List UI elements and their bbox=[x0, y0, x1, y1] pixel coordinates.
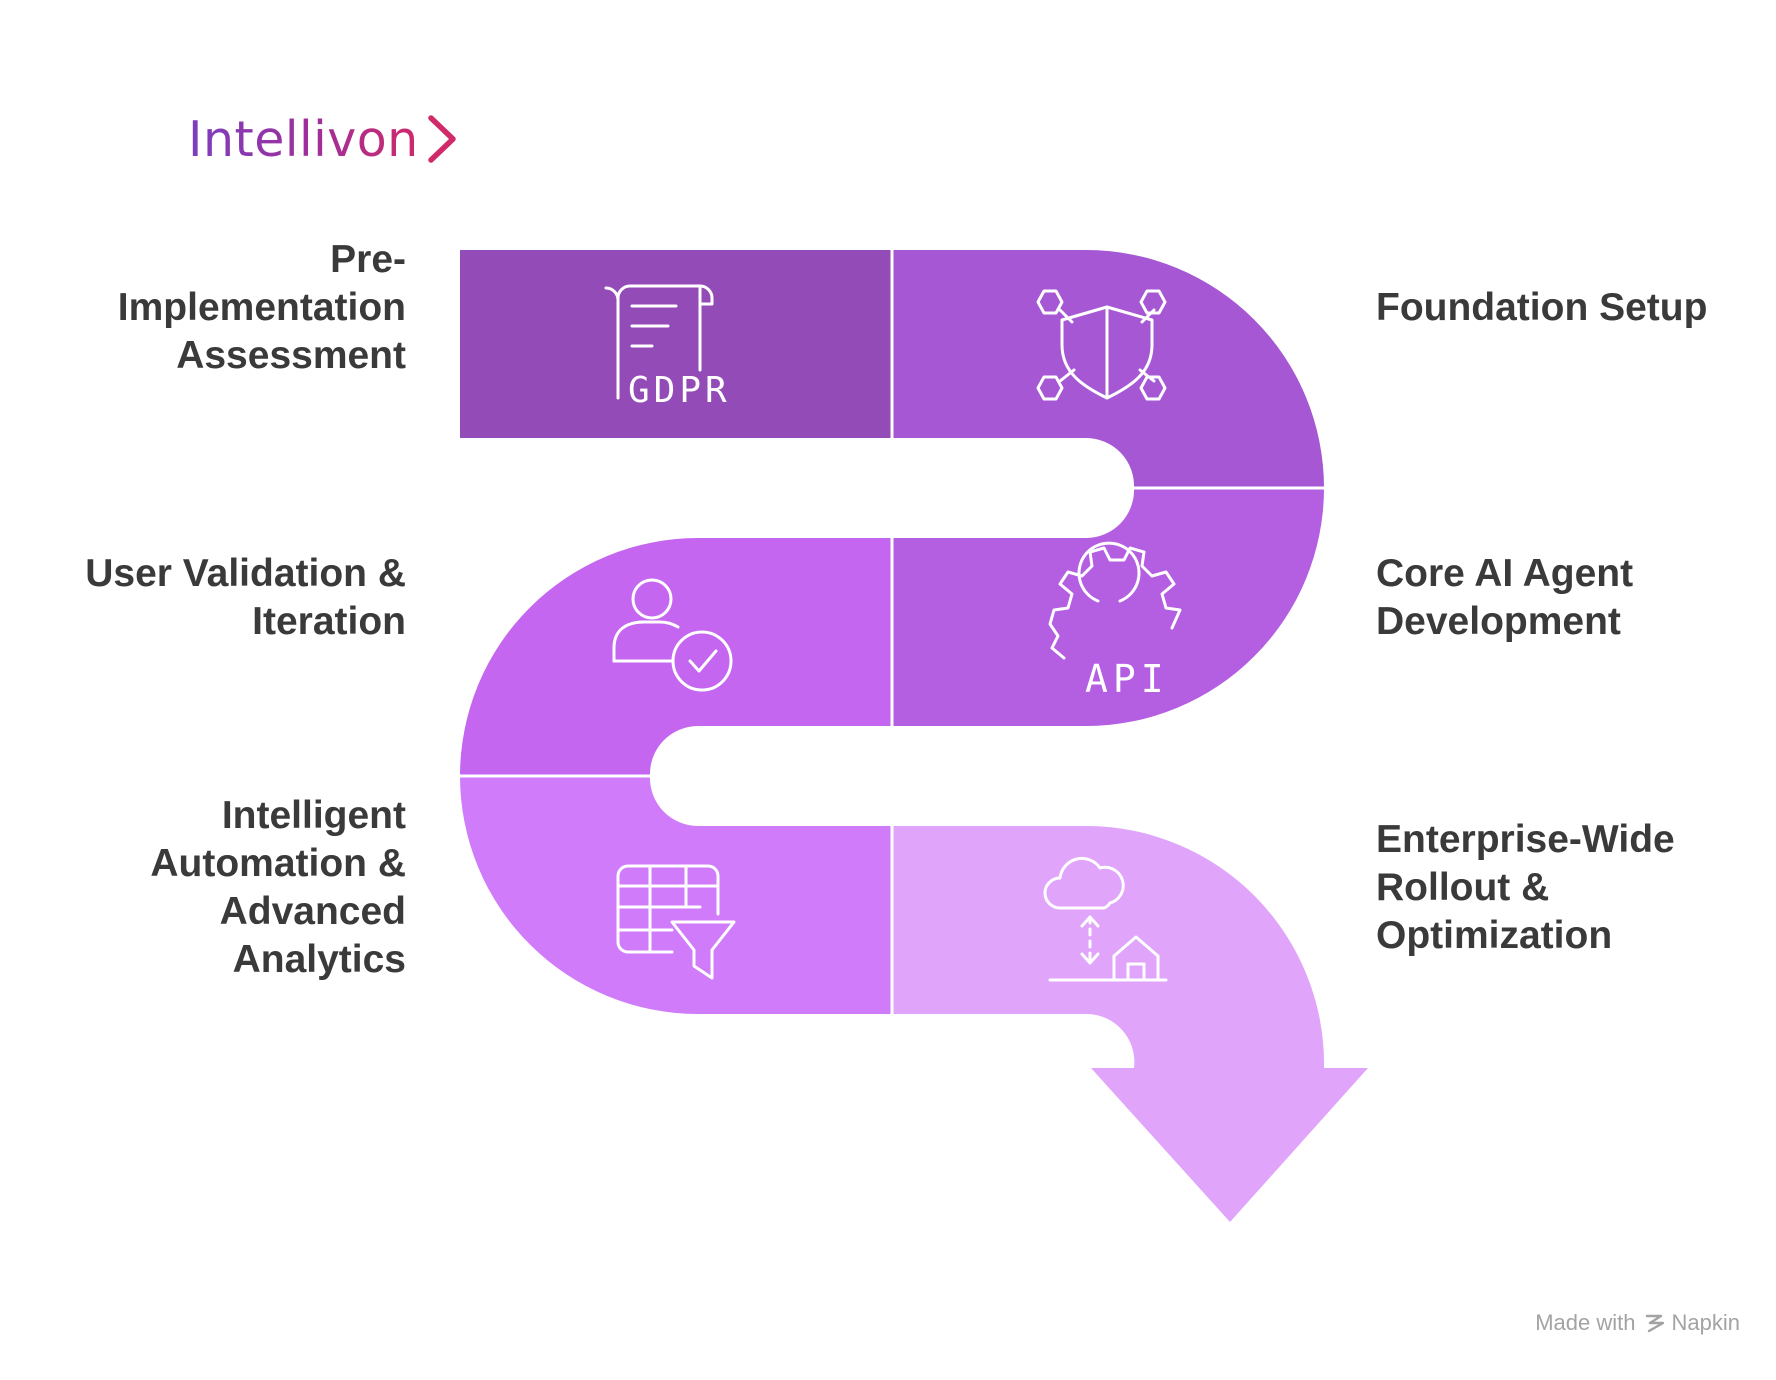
step-label-5: Intelligent Automation & Advanced Analyt… bbox=[150, 794, 406, 981]
roadmap-segment-3 bbox=[892, 488, 1324, 726]
chevron-right-icon bbox=[428, 115, 456, 163]
roadmap-segment-4 bbox=[460, 538, 892, 776]
shield-network-icon bbox=[1036, 289, 1167, 401]
api-gear-icon: API bbox=[1048, 541, 1182, 701]
step-label-6: Enterprise-Wide Rollout & Optimization bbox=[1376, 818, 1675, 957]
roadmap-segment-6 bbox=[892, 826, 1368, 1222]
cloud-to-home-icon bbox=[1043, 857, 1168, 982]
step-label-4: User Validation & Iteration bbox=[85, 552, 406, 643]
gdpr-document-icon: GDPR bbox=[604, 284, 731, 411]
brand-logo: Intellivon bbox=[188, 104, 459, 174]
segment-dividers bbox=[458, 248, 1326, 1016]
made-with-text: Made with bbox=[1535, 1310, 1636, 1335]
napkin-logo-icon bbox=[1645, 1314, 1664, 1333]
napkin-brand-text: Napkin bbox=[1671, 1310, 1740, 1335]
gdpr-text: GDPR bbox=[628, 370, 731, 411]
user-check-icon bbox=[612, 578, 733, 692]
brand-name: Intellivon bbox=[188, 110, 419, 168]
api-text: API bbox=[1085, 657, 1169, 701]
table-filter-icon bbox=[616, 864, 736, 980]
roadmap-segment-1 bbox=[460, 250, 892, 438]
step-label-1: Pre- Implementation Assessment bbox=[117, 238, 406, 377]
step-label-3: Core AI Agent Development bbox=[1376, 552, 1634, 643]
step-label-2: Foundation Setup bbox=[1376, 286, 1708, 329]
roadmap-segment-5 bbox=[460, 776, 892, 1014]
made-with-napkin: Made with Napkin bbox=[1535, 1310, 1740, 1336]
